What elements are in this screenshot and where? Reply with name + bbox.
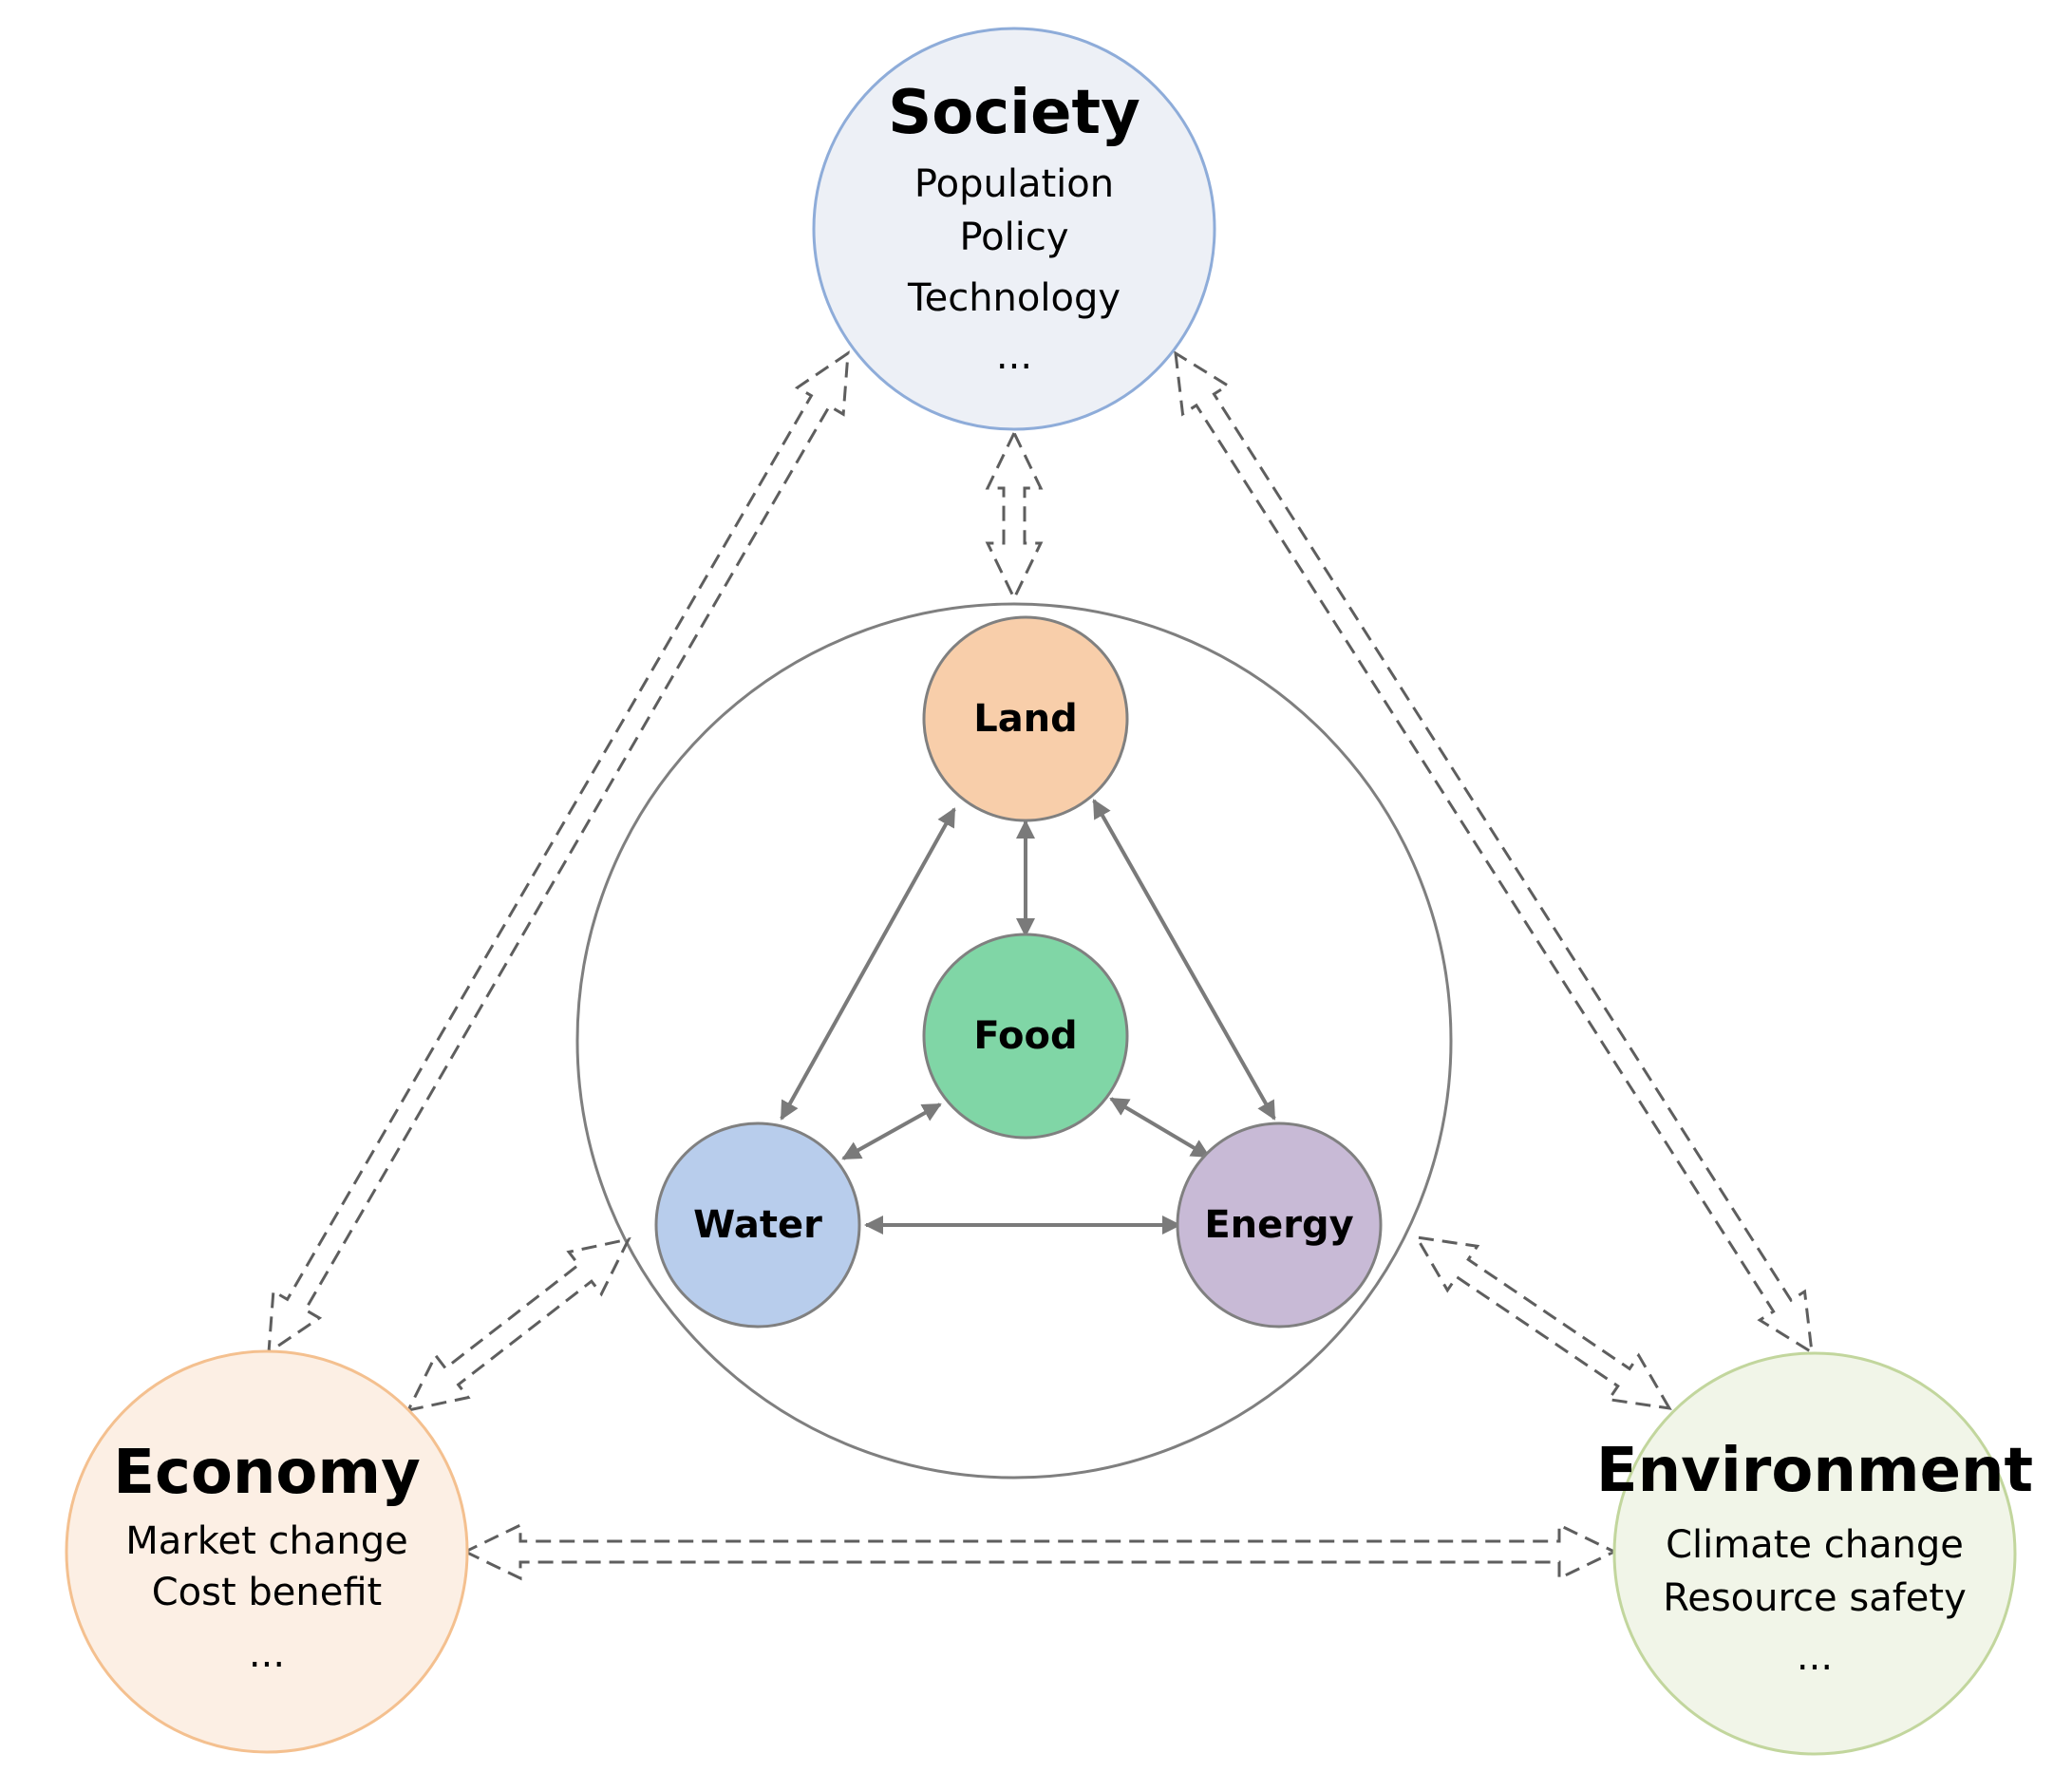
arrow-food-water [841,1103,942,1160]
food-circle [922,933,1129,1140]
arrow-land-energy [1092,799,1276,1121]
economy-item: Cost benefit [152,1571,382,1614]
energy-label: Energy [1204,1203,1353,1247]
dashed-arrow-economy-environment [461,1522,1618,1581]
node-water: Water [654,1122,861,1329]
water-circle [654,1122,861,1329]
environment-item: Resource safety [1663,1576,1967,1620]
node-food: Food [922,933,1129,1140]
water-label: Water [693,1203,822,1247]
society-item: Policy [959,216,1068,259]
energy-circle [1176,1122,1383,1329]
node-society: Society Population Policy Technology ... [812,27,1216,431]
dashed-arrow-environment-nexus [1414,1235,1672,1410]
society-circle [812,27,1216,431]
dashed-arrow-society-nexus [985,429,1044,602]
society-title: Society [888,78,1140,148]
node-economy: Economy Market change Cost benefit ... [65,1349,469,1754]
node-energy: Energy [1176,1122,1383,1329]
food-label: Food [973,1014,1077,1058]
environment-circle [1612,1351,2017,1756]
nexus-ring [575,602,1453,1480]
society-item: ... [996,334,1032,378]
economy-item: Market change [125,1519,407,1563]
inner-arrow-layer [780,799,1276,1235]
environment-item: ... [1797,1635,1833,1679]
node-environment: Environment Climate change Resource safe… [1596,1351,2033,1756]
arrow-food-energy [1109,1097,1211,1159]
land-circle [922,615,1129,822]
economy-circle [65,1349,469,1754]
dashed-arrow-society-environment [1174,350,1814,1355]
environment-item: Climate change [1666,1523,1964,1567]
node-land: Land [922,615,1129,822]
economy-title: Economy [113,1438,421,1508]
land-label: Land [973,697,1078,741]
dashed-arrow-economy-nexus [405,1236,631,1413]
economy-item: ... [249,1632,285,1676]
arrow-land-water [780,807,956,1121]
environment-title: Environment [1596,1436,2033,1506]
society-item: Population [914,162,1114,206]
society-item: Technology [907,276,1121,320]
